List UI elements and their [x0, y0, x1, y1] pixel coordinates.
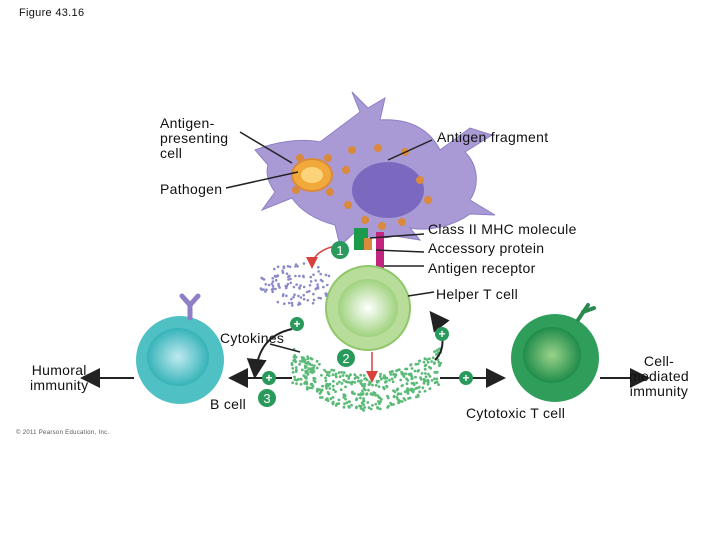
- b-cell-receptor: [179, 293, 201, 321]
- helper-t-cell: [325, 265, 411, 351]
- plus-badge-top-right: +: [435, 327, 449, 341]
- step-3-number: 3: [263, 391, 270, 406]
- antigen-receptor: [376, 232, 384, 270]
- leader-lines: [225, 131, 435, 353]
- plus-text: +: [265, 371, 272, 385]
- cytotoxic-t-cell: [511, 303, 599, 402]
- label-pathogen: Pathogen: [160, 181, 223, 197]
- plus-text: +: [462, 371, 469, 385]
- plus-text: +: [438, 327, 445, 341]
- step-2-badge: 2: [337, 349, 355, 367]
- apc-nucleus: [352, 162, 424, 218]
- label-cell-mediated-immunity: Cell- mediated immunity: [629, 353, 689, 399]
- copyright-notice: © 2011 Pearson Education, Inc.: [16, 430, 110, 436]
- label-helper-t-cell: Helper T cell: [436, 286, 518, 302]
- figure-title: Figure 43.16: [19, 7, 85, 19]
- plus-badge-top-left: +: [290, 317, 304, 331]
- cytotoxic-t-receptor: [576, 303, 596, 322]
- label-cytotoxic-t-cell: Cytotoxic T cell: [466, 405, 566, 421]
- label-humoral-immunity: Humoral immunity: [30, 362, 89, 393]
- step-1-number: 1: [336, 243, 343, 258]
- step-1-badge: 1: [331, 241, 349, 259]
- plus-text: +: [293, 317, 300, 331]
- accessory-protein: [364, 238, 372, 250]
- label-antigen-presenting-cell: Antigen- presenting cell: [160, 115, 229, 161]
- label-cytokines: Cytokines: [220, 330, 285, 346]
- plus-badge-left: +: [262, 371, 276, 385]
- plus-badge-right: +: [459, 371, 473, 385]
- step-3-badge: 3: [258, 389, 276, 407]
- pathogen-core: [301, 167, 323, 183]
- cytokine-cloud-lower: [290, 347, 443, 412]
- label-class2-mhc: Class II MHC molecule: [428, 221, 577, 237]
- step-2-number: 2: [342, 351, 349, 366]
- label-antigen-fragment: Antigen fragment: [437, 129, 549, 145]
- b-cell: [136, 293, 224, 404]
- label-b-cell: B cell: [210, 396, 247, 412]
- label-accessory-protein: Accessory protein: [428, 240, 545, 256]
- cytokine-cloud-upper: [259, 262, 331, 307]
- label-antigen-receptor: Antigen receptor: [428, 260, 536, 276]
